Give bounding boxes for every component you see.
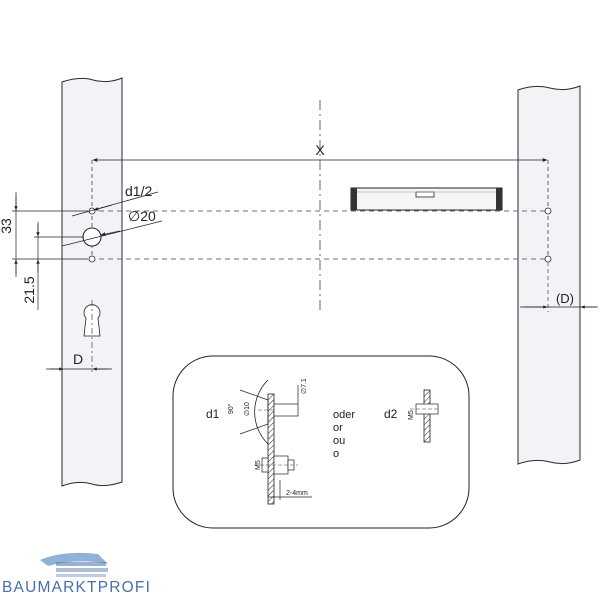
lower-hole — [88, 255, 96, 263]
right-frame-panel — [517, 85, 581, 465]
alt-oder: oder — [333, 409, 355, 421]
left-door-panel — [61, 77, 123, 487]
d1-label: d1 — [206, 407, 220, 421]
d-label: D — [73, 351, 83, 367]
d12-leader — [71, 191, 159, 217]
keyhole — [83, 304, 101, 337]
d2-label: d2 — [384, 407, 398, 421]
alt-o: o — [333, 448, 339, 460]
roof-icon — [40, 552, 108, 577]
screw-hole — [273, 403, 299, 417]
brand-logo: BAUMARKTPROFI — [0, 548, 200, 600]
spirit-level — [350, 187, 503, 211]
dia71-label: ∅7.1 — [301, 378, 308, 394]
dia20-label: ∅20 — [128, 208, 156, 224]
dia10-label: ∅10 — [244, 402, 251, 416]
angle-label: 90° — [227, 403, 235, 414]
dim33-label: 33 — [0, 218, 14, 234]
dia20-leader-arrow — [100, 230, 121, 236]
angle-arc — [254, 379, 269, 445]
m5a-label: M5 — [255, 460, 262, 470]
d12-leader-arrow — [93, 204, 113, 211]
frame-hole-lower — [544, 255, 552, 263]
x-label: X — [315, 142, 325, 158]
d12-label: d1/2 — [125, 183, 152, 199]
brand-name: BAUMARKTPROFI — [2, 579, 152, 596]
dia20-leader — [61, 220, 163, 247]
dim215-label: 21.5 — [21, 276, 37, 303]
d2-plate — [423, 389, 431, 443]
m5-bolt — [254, 455, 298, 475]
m5b-label: M5 — [408, 410, 415, 420]
frame-hole-upper — [544, 207, 552, 215]
gap-label: 2-4mm — [286, 490, 308, 497]
alt-or: or — [333, 422, 343, 434]
alt-ou: ou — [333, 435, 345, 447]
dparen-label: (D) — [556, 291, 574, 306]
plate-hatched — [267, 393, 275, 505]
detail-box — [172, 355, 470, 529]
